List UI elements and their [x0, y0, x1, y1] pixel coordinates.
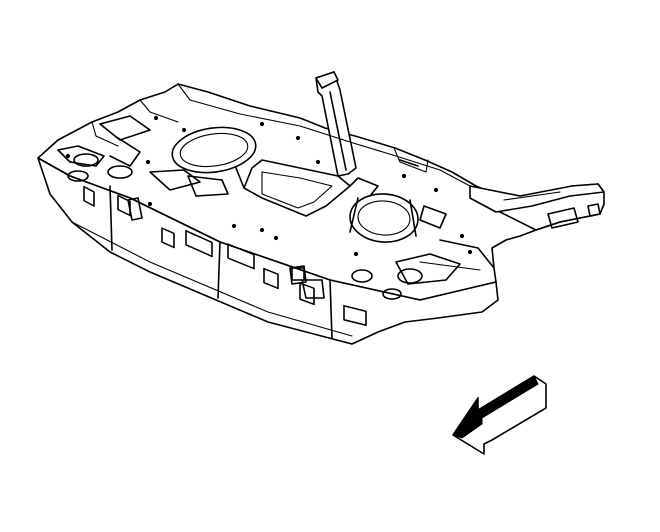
- center-tray: [243, 159, 351, 217]
- wall-seam-center: [217, 241, 221, 299]
- right-end-details: [289, 147, 495, 300]
- rivet-holes: [65, 115, 473, 257]
- brace-post: [315, 71, 357, 177]
- direction-arrow-icon: [452, 375, 547, 455]
- left-end-details: [57, 99, 229, 221]
- left-well: [171, 126, 257, 174]
- floor-top-surface: [37, 83, 605, 301]
- rear-rail-extension: [469, 183, 605, 231]
- floor-wells: [171, 126, 419, 243]
- right-well: [349, 193, 419, 243]
- rear-floor-panel: [37, 71, 605, 345]
- wall-seam-left: [109, 185, 113, 251]
- upper-flange: [177, 83, 471, 187]
- wall-seam-right: [329, 279, 333, 339]
- wall-lower-edge: [71, 221, 353, 337]
